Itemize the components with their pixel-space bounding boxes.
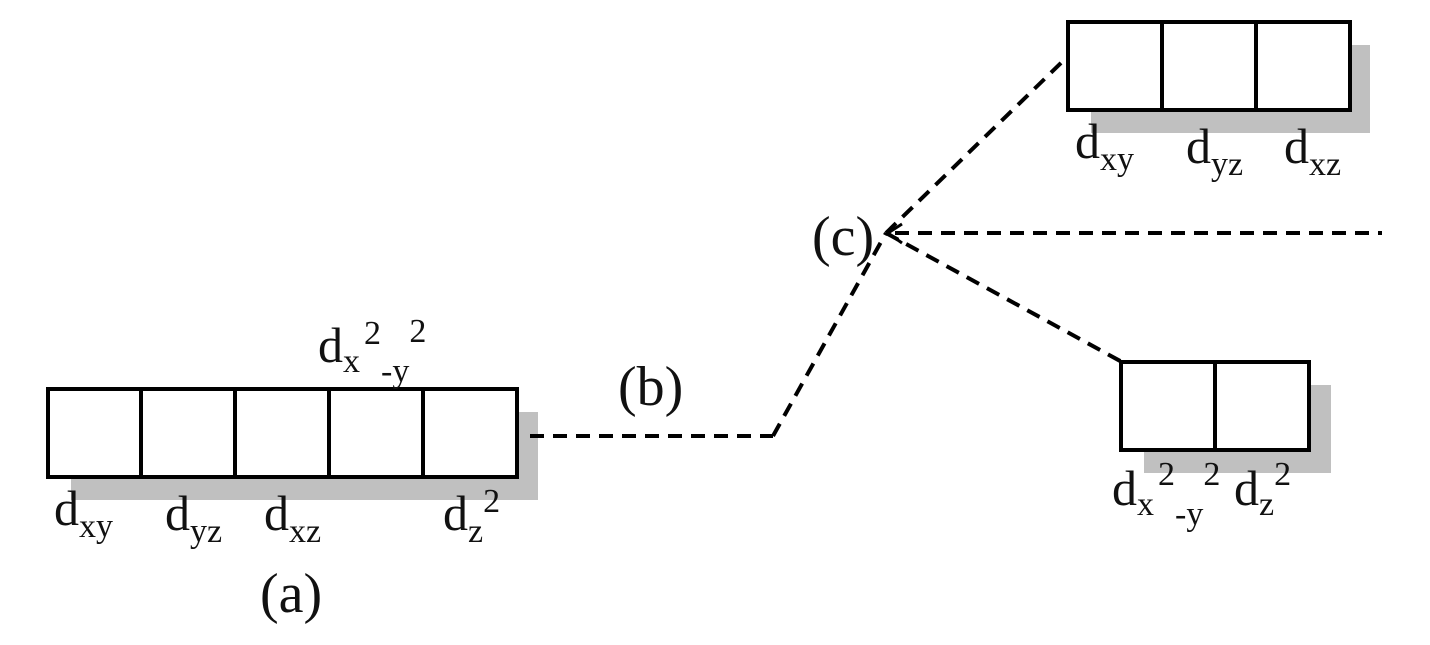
orbital-box-dxy	[46, 387, 143, 479]
label-upper-dxz: dxz	[1284, 118, 1341, 183]
arrowhead-c	[885, 222, 903, 245]
orbital-box-dx2y2	[1119, 360, 1217, 452]
orbital-box-dx2y2	[327, 387, 425, 479]
orbital-box-dxy	[1066, 20, 1164, 112]
orbital-box-dxz	[233, 387, 331, 479]
orbital-box-dz2	[1213, 360, 1311, 452]
orbital-box-dz2	[421, 387, 519, 479]
panel-label-a: (a)	[260, 563, 322, 625]
label-lower-dz2: dz2	[1234, 456, 1291, 523]
orbital-box-dxz	[1254, 20, 1352, 112]
dashed-line-b-to-c	[771, 232, 888, 437]
orbital-group-a: dxy dyz dxz dx2-y2 dz2 (a)	[46, 313, 538, 625]
label-a-dz2: dz2	[443, 483, 500, 550]
label-upper-dxy: dxy	[1075, 113, 1134, 178]
panel-label-c: (c)	[812, 206, 874, 268]
dashed-line-c-to-lower	[885, 231, 1123, 364]
label-a-dx2y2: dx2-y2	[318, 313, 426, 390]
label-lower-dx2y2: dx2-y2	[1112, 456, 1220, 533]
label-a-dyz: dyz	[165, 485, 222, 550]
orbital-group-lower: dx2-y2 dz2	[1112, 360, 1331, 533]
label-upper-dyz: dyz	[1186, 118, 1243, 183]
panel-label-b: (b)	[618, 356, 683, 418]
dashed-line-c-to-upper	[884, 60, 1064, 235]
label-a-dxz: dxz	[264, 485, 321, 550]
label-a-dxy: dxy	[54, 480, 113, 545]
orbital-box-dyz	[1160, 20, 1258, 112]
orbital-group-upper: dxy dyz dxz	[1066, 20, 1370, 183]
connector-lines	[530, 60, 1382, 438]
orbital-box-dyz	[139, 387, 237, 479]
